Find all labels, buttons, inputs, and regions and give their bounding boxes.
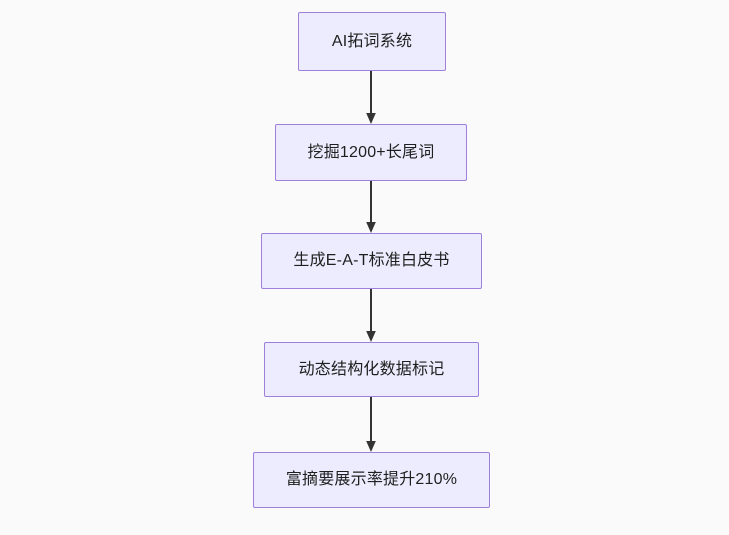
flow-node-4[interactable]: 动态结构化数据标记 bbox=[264, 342, 479, 397]
flow-node-2-label: 挖掘1200+长尾词 bbox=[307, 143, 435, 161]
flow-node-1[interactable]: AI拓词系统 bbox=[298, 12, 446, 71]
flow-node-5-label: 富摘要展示率提升210% bbox=[285, 471, 458, 489]
flow-edge-4-to-5 bbox=[365, 397, 377, 452]
flow-node-2[interactable]: 挖掘1200+长尾词 bbox=[275, 124, 467, 181]
flow-node-3[interactable]: 生成E-A-T标准白皮书 bbox=[261, 233, 482, 289]
flow-edge-2-to-3 bbox=[365, 181, 377, 233]
flow-edge-3-to-4 bbox=[365, 289, 377, 342]
flow-node-1-label: AI拓词系统 bbox=[331, 32, 413, 50]
flow-node-3-label: 生成E-A-T标准白皮书 bbox=[293, 252, 450, 270]
flow-node-5[interactable]: 富摘要展示率提升210% bbox=[253, 452, 490, 508]
flow-node-4-label: 动态结构化数据标记 bbox=[298, 360, 445, 378]
flow-edge-1-to-2 bbox=[365, 71, 377, 124]
